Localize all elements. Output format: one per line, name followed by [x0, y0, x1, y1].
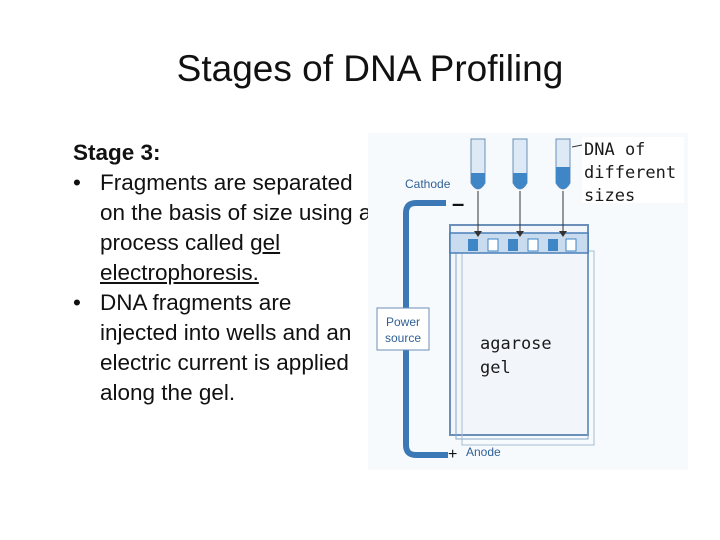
- gel-label-1: agarose: [480, 334, 552, 354]
- pipette-arrowhead: [474, 231, 482, 237]
- stage-heading: Stage 3:: [73, 140, 161, 165]
- dna-label-3: sizes: [584, 186, 635, 206]
- pipette-arrowhead: [559, 231, 567, 237]
- bullet-text: Fragments are separated on the basis of …: [100, 170, 372, 255]
- slide-body: Stage 3: • Fragments are separated on th…: [73, 138, 373, 408]
- anode-label: Anode: [466, 445, 501, 459]
- bullet-underlined-text: gel electrophoresis.: [100, 230, 281, 285]
- electrophoresis-diagram: Power source Cathode –: [368, 133, 688, 470]
- power-label-1: Power: [386, 315, 420, 329]
- well: [527, 238, 539, 252]
- dna-label-1: DNA of: [584, 140, 645, 160]
- power-source-box: [376, 307, 430, 351]
- well: [548, 239, 558, 251]
- bullet-icon: •: [73, 290, 81, 315]
- dna-label-pointer: [571, 144, 583, 148]
- dna-label-box: [582, 137, 684, 203]
- bullet-item: • DNA fragments are injected into wells …: [73, 288, 373, 408]
- bullet-text: DNA fragments are injected into wells an…: [100, 290, 352, 405]
- pipette-arrowhead: [516, 231, 524, 237]
- bullet-item: • Fragments are separated on the basis o…: [73, 168, 373, 288]
- plus-sign: +: [448, 446, 457, 463]
- gel-tank: [449, 224, 589, 436]
- pipette-dye: [513, 173, 527, 189]
- dna-label-2: different: [584, 163, 676, 183]
- gel-label-2: gel: [480, 358, 511, 378]
- cathode-label: Cathode: [405, 177, 451, 191]
- well: [565, 238, 577, 252]
- well: [487, 238, 499, 252]
- slide-title: Stages of DNA Profiling: [176, 48, 564, 89]
- power-label-2: source: [385, 331, 421, 345]
- pipette-tubes: [470, 138, 571, 237]
- pipette-dye: [471, 173, 485, 189]
- electrophoresis-figure: Power source Cathode –: [368, 133, 688, 470]
- pipette-dye: [556, 167, 570, 189]
- well: [508, 239, 518, 251]
- minus-sign: –: [452, 191, 464, 216]
- wells: [468, 238, 577, 252]
- well: [468, 239, 478, 251]
- bullet-icon: •: [73, 170, 81, 195]
